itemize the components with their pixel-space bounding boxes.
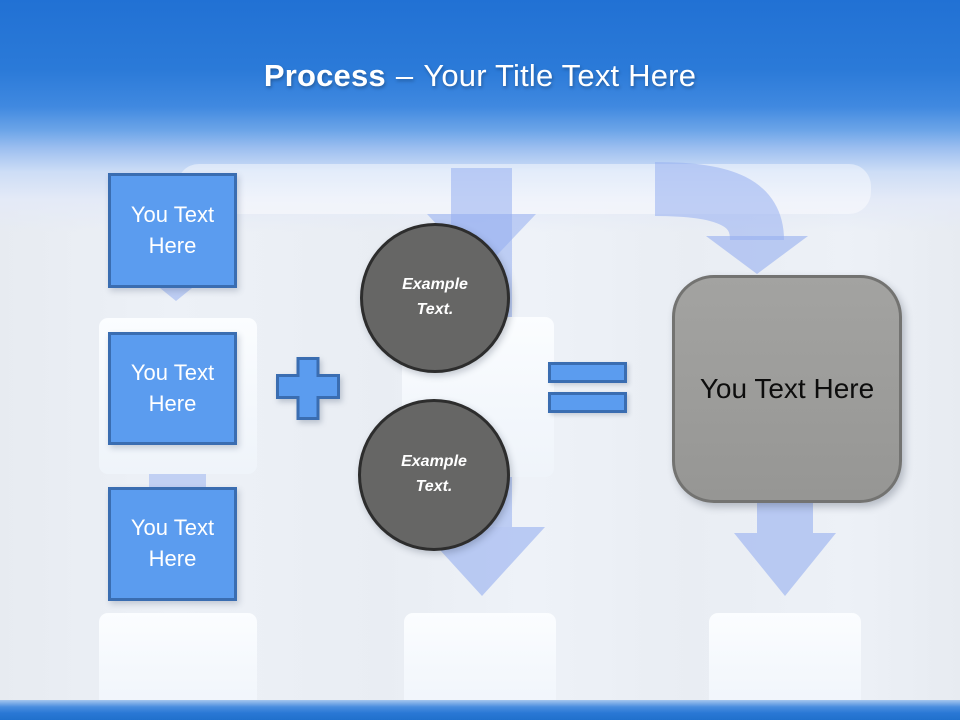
input-box-2[interactable]: You Text Here	[108, 332, 237, 445]
example-circle-1-label: Example Text.	[402, 276, 468, 318]
right-top-arrow-icon	[706, 236, 808, 274]
right-curve-arrow	[654, 162, 784, 242]
result-box-label: You Text Here	[699, 373, 875, 404]
input-box-1-label: You Text Here	[130, 201, 215, 258]
title-emphasis: Process	[263, 58, 386, 93]
input-box-3[interactable]: You Text Here	[108, 487, 237, 601]
footer-band	[0, 700, 960, 720]
input-box-2-label: You Text Here	[130, 359, 215, 416]
right-down-arrow-icon	[734, 533, 836, 596]
equals-icon	[548, 362, 627, 383]
example-circle-1[interactable]: Example Text.	[360, 223, 510, 373]
result-box[interactable]: You Text Here	[672, 275, 902, 503]
example-circle-2-label: Example Text.	[401, 453, 467, 495]
input-box-1[interactable]: You Text Here	[108, 173, 237, 288]
right-arrow-trunk	[757, 500, 813, 533]
plus-icon	[276, 357, 340, 420]
example-circle-2[interactable]: Example Text.	[358, 399, 510, 551]
title-text: Your Title Text Here	[423, 58, 697, 93]
left-down-arrow-icon	[160, 288, 192, 301]
title-separator: –	[395, 58, 414, 93]
equals-icon	[548, 392, 627, 413]
input-box-3-label: You Text Here	[130, 515, 215, 571]
slide-title[interactable]: Process – Your Title Text Here	[0, 50, 960, 102]
